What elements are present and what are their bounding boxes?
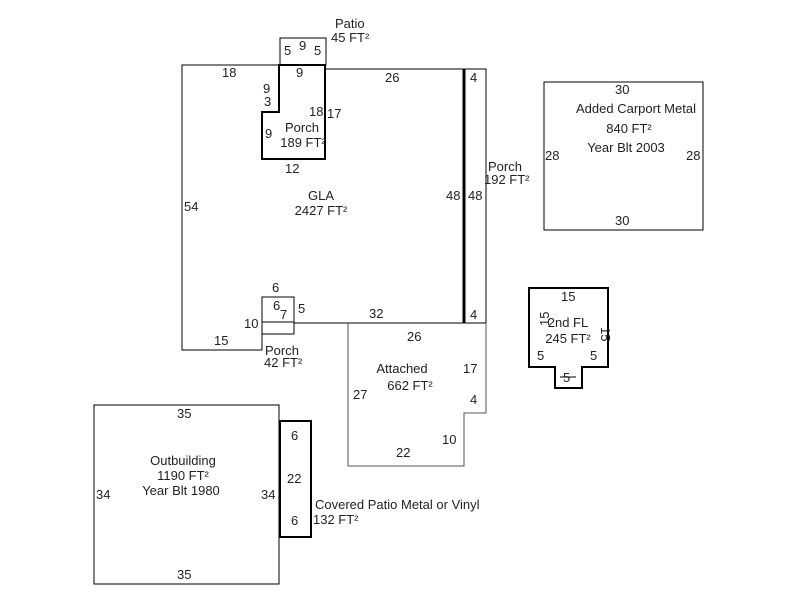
- second-floor-dim-top: 15: [561, 289, 575, 304]
- covered-patio-section[interactable]: 6 22 6 Covered Patio Metal or Vinyl 132 …: [279, 420, 480, 538]
- second-floor-dim-left: 15: [537, 312, 552, 326]
- covered-patio-dim-bottom: 6: [291, 513, 298, 528]
- attached-outline: [347, 323, 487, 467]
- gla-dim-bottom-left: 15: [214, 333, 228, 348]
- carport-dim-left: 28: [545, 148, 559, 163]
- second-floor-dim-right: 15: [598, 327, 613, 341]
- gla-dim-bottom-right: 32: [369, 306, 383, 321]
- porch-front-name: Porch: [285, 120, 319, 135]
- patio-section[interactable]: 5 9 5 Patio 45 FT²: [279, 16, 370, 66]
- carport-dim-top: 30: [615, 82, 629, 97]
- gla-dim-top-right: 26: [385, 70, 399, 85]
- porch-small-dim-inner-top: 6: [273, 298, 280, 313]
- outbuilding-area: 1190 FT²: [157, 468, 209, 483]
- outbuilding-dim-left: 34: [96, 487, 110, 502]
- outbuilding-year: Year Blt 1980: [142, 483, 220, 498]
- carport-dim-bottom: 30: [615, 213, 629, 228]
- porch-small-area: 42 FT²: [264, 355, 303, 370]
- outbuilding-name: Outbuilding: [150, 453, 216, 468]
- covered-patio-dim-middle: 22: [287, 471, 301, 486]
- porch-side-name: Porch: [488, 159, 522, 174]
- attached-dim-right-lower: 10: [442, 432, 456, 447]
- porch-front-dim-top: 9: [296, 65, 303, 80]
- porch-front-dim-left: 9: [265, 126, 272, 141]
- carport-name: Added Carport Metal: [576, 101, 696, 116]
- porch-front-area: 189 FT²: [280, 135, 326, 150]
- porch-small-name: Porch: [265, 343, 299, 358]
- gla-dim-notch-step: 3: [264, 94, 271, 109]
- outbuilding-dim-top: 35: [177, 406, 191, 421]
- patio-dim-top: 9: [299, 38, 306, 53]
- attached-dim-bottom: 22: [396, 445, 410, 460]
- porch-front-section[interactable]: 9 9 18 12 Porch 189 FT²: [261, 64, 326, 176]
- second-floor-dim-bottom-right: 5: [590, 348, 597, 363]
- second-floor-section[interactable]: 15 15 15 5 5 5 2nd FL 245 FT²: [528, 287, 613, 389]
- porch-small-dim-top: 6: [272, 280, 279, 295]
- porch-front-dim-bottom: 12: [285, 161, 299, 176]
- porch-small-outline: [261, 296, 295, 335]
- second-floor-dim-bottom-left: 5: [537, 348, 544, 363]
- outbuilding-section[interactable]: 35 34 34 35 Outbuilding 1190 FT² Year Bl…: [93, 404, 280, 585]
- porch-small-section[interactable]: 6 6 7 5 10 Porch 42 FT²: [244, 280, 305, 370]
- gla-dim-notch-upper: 9: [263, 81, 270, 96]
- porch-front-dim-right: 18: [309, 104, 323, 119]
- gla-dim-porch-right: 17: [327, 106, 341, 121]
- covered-patio-dim-top: 6: [291, 428, 298, 443]
- porch-side-dim-top: 4: [470, 70, 477, 85]
- covered-patio-name: Covered Patio Metal or Vinyl: [315, 497, 480, 512]
- patio-dim-right: 5: [314, 43, 321, 58]
- outbuilding-dim-bottom: 35: [177, 567, 191, 582]
- carport-year: Year Blt 2003: [587, 140, 665, 155]
- carport-outline: [543, 81, 704, 231]
- carport-area: 840 FT²: [606, 121, 652, 136]
- porch-small-dim-left: 10: [244, 316, 258, 331]
- porch-side-dim-left: 48: [468, 188, 482, 203]
- gla-section[interactable]: 18 26 54 48 15 32 9 3 17 GLA 2427 FT²: [181, 64, 486, 351]
- covered-patio-area: 132 FT²: [313, 512, 359, 527]
- second-floor-name: 2nd FL: [548, 315, 588, 330]
- carport-dim-right: 28: [686, 148, 700, 163]
- attached-dim-left: 27: [353, 387, 367, 402]
- attached-area: 662 FT²: [387, 378, 433, 393]
- second-floor-outline: [528, 287, 609, 389]
- covered-patio-outline: [279, 420, 312, 538]
- gla-area: 2427 FT²: [295, 203, 348, 218]
- patio-dim-left: 5: [284, 43, 291, 58]
- porch-side-dim-bottom: 4: [470, 307, 477, 322]
- attached-dim-right-step: 4: [470, 392, 477, 407]
- porch-small-dim-right: 5: [298, 301, 305, 316]
- porch-small-dim-inner-right: 7: [280, 307, 287, 322]
- patio-name: Patio: [335, 16, 365, 31]
- porch-side-section[interactable]: 4 48 4 Porch 192 FT²: [462, 68, 530, 324]
- attached-name: Attached: [376, 361, 427, 376]
- second-floor-area: 245 FT²: [545, 331, 591, 346]
- porch-front-outline: [261, 64, 326, 160]
- attached-dim-top: 26: [407, 329, 421, 344]
- gla-name: GLA: [308, 188, 334, 203]
- attached-section[interactable]: 26 17 4 10 22 27 Attached 662 FT²: [347, 323, 487, 467]
- carport-section[interactable]: 30 28 28 30 Added Carport Metal 840 FT² …: [543, 81, 704, 231]
- gla-dim-right: 48: [446, 188, 460, 203]
- gla-dim-left: 54: [184, 199, 198, 214]
- outbuilding-dim-right: 34: [261, 487, 275, 502]
- patio-area: 45 FT²: [331, 30, 370, 45]
- attached-dim-right-upper: 17: [463, 361, 477, 376]
- porch-side-area: 192 FT²: [484, 172, 530, 187]
- gla-dim-top-left: 18: [222, 65, 236, 80]
